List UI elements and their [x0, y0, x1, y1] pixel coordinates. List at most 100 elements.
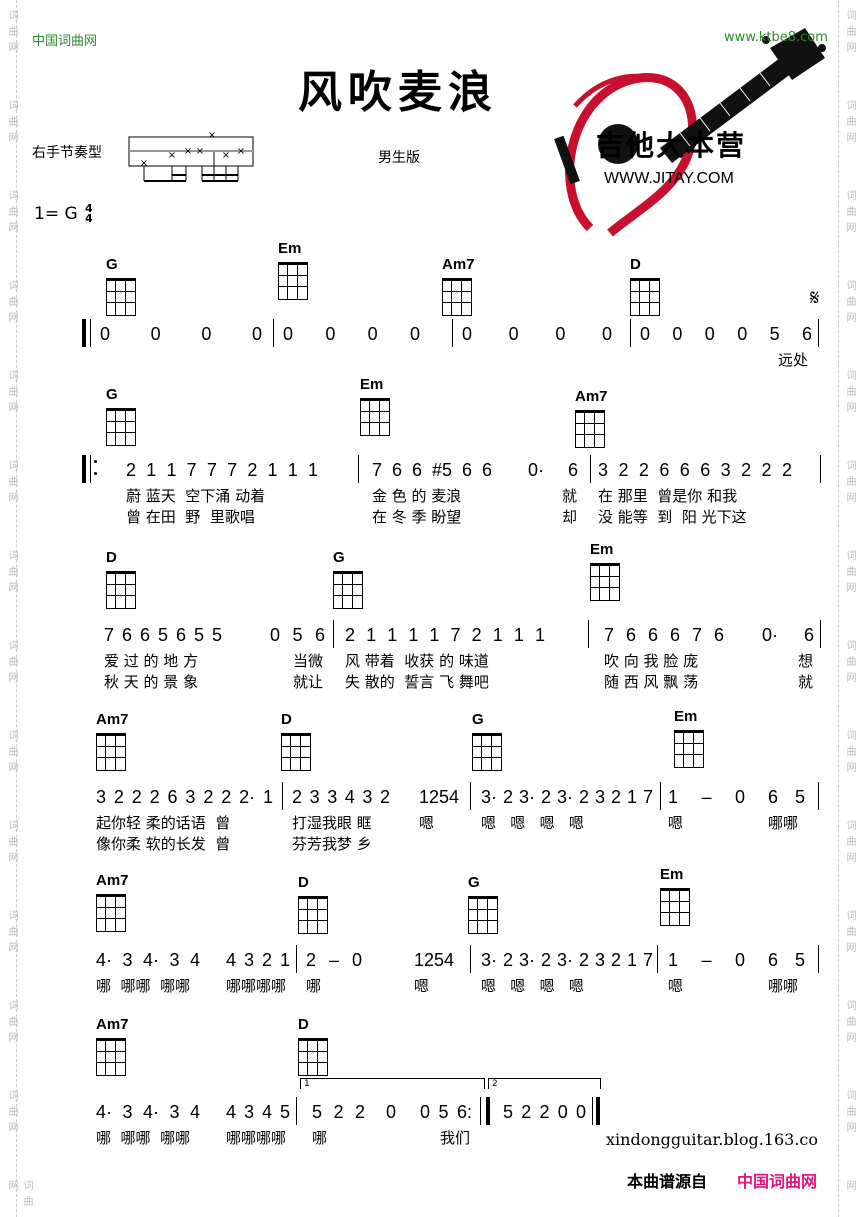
lyric-verse-1: 哪 哪哪 哪哪: [96, 1129, 191, 1147]
note-group: 7 6 6 #5 6 6: [372, 460, 492, 480]
lyric-verse-2: 像你柔 软的长发 曾: [96, 835, 231, 853]
note-group: 0 5 6: [270, 625, 325, 645]
barline: [282, 782, 283, 810]
barline: [590, 455, 591, 483]
watermark-text: 词曲网: [844, 1000, 855, 1048]
note-group: 5 2 2 0 0: [503, 1102, 586, 1122]
barline: [90, 319, 91, 347]
barline: [820, 455, 821, 483]
chord-name: G: [333, 549, 345, 566]
lyric-verse-2: 没 能等 到 阳 光下这: [598, 508, 747, 526]
watermark-text: 词曲网: [844, 1180, 855, 1196]
watermark-text: 词曲网: [844, 640, 855, 688]
right-watermark-column: [838, 0, 855, 1217]
barline: [358, 455, 359, 483]
blog-url: xindongguitar.blog.163.co: [606, 1130, 819, 1149]
lyric-verse-1: 哪: [312, 1129, 328, 1147]
logo-name: 吉他大本营: [596, 129, 747, 162]
lyric-verse-1: 哪 哪哪 哪哪: [96, 977, 191, 995]
lyric-verse-1: 在 那里 曾是你 和我: [598, 487, 738, 505]
note-group: 3· 2 3· 2 3· 2 3 2 1 7: [481, 950, 653, 970]
barline: [296, 945, 297, 973]
chord-diagram: [360, 398, 390, 436]
note-group: 0 0 0 0: [100, 324, 262, 344]
lyric-verse-1: 嗯: [668, 977, 684, 995]
note-group: 3 2 2 2 6 3 2 2 2· 1: [96, 787, 273, 807]
key-label: 1= G: [34, 204, 78, 224]
watermark-text: 词曲网: [6, 1180, 32, 1212]
note-group: 0 0 0 0 5 6: [640, 324, 812, 344]
barline: [820, 620, 821, 648]
watermark-text: 词曲网: [844, 280, 855, 328]
watermark-text: 词曲网: [844, 730, 855, 778]
lyric-verse-2: 却: [562, 508, 578, 526]
watermark-text: 词曲网: [844, 550, 855, 598]
note-group: 2 – 0: [306, 950, 362, 970]
chord-name: Am7: [96, 711, 129, 728]
lyric-verse-1: 打湿我眼 眶: [292, 814, 372, 832]
note-group: 0: [386, 1102, 397, 1122]
barline: [296, 1097, 297, 1125]
svg-text:×: ×: [237, 146, 245, 157]
lyric-verse-1: 金 色 的 麦浪: [372, 487, 462, 505]
barline: [588, 620, 589, 648]
start-barline: [82, 455, 86, 483]
lyric-verse-1: 远处: [778, 351, 809, 369]
barline: [452, 319, 453, 347]
chord-diagram: [298, 896, 328, 934]
source-site: 中国词曲网: [737, 1172, 818, 1191]
watermark-text: 词曲网: [6, 460, 17, 508]
chord-diagram: [96, 733, 126, 771]
chord-name: D: [106, 549, 117, 566]
rhythm-pattern-label: 右手节奏型: [32, 145, 102, 161]
chord-diagram: [106, 571, 136, 609]
barline: [660, 782, 661, 810]
start-barline: [82, 319, 86, 347]
chord-diagram: [472, 733, 502, 771]
chord-name: D: [298, 874, 309, 891]
logo-url: WWW.JITAY.COM: [604, 170, 734, 187]
watermark-text: 词曲网: [844, 910, 855, 958]
note-group: 3· 2 3· 2 3· 2 3 2 1 7: [481, 787, 653, 807]
left-watermark-column: [0, 0, 17, 1217]
chord-name: G: [106, 386, 118, 403]
barline: [480, 1097, 481, 1125]
svg-text:×: ×: [140, 158, 148, 169]
barline: [818, 319, 819, 347]
watermark-text: 词曲网: [6, 550, 17, 598]
watermark-text: 词曲网: [6, 190, 17, 238]
note-group: 1254: [414, 950, 455, 970]
watermark-text: 词曲网: [844, 460, 855, 508]
barline: [90, 455, 91, 483]
lyric-verse-1: 当微: [293, 652, 324, 670]
lyric-verse-2: 随 西 风 飘 荡: [604, 673, 699, 691]
lyric-verse-2: 失 散的 誓言 飞 舞吧: [345, 673, 489, 691]
note-group: 0 5 6:: [420, 1102, 472, 1122]
version-label: 男生版: [378, 150, 420, 166]
lyric-verse-2: 就让: [293, 673, 324, 691]
chord-name: G: [468, 874, 480, 891]
barline: [592, 1097, 593, 1125]
lyric-verse-1: 吹 向 我 脸 庞: [604, 652, 699, 670]
watermark-text: 词曲网: [6, 1090, 17, 1138]
svg-text:×: ×: [196, 146, 204, 157]
note-group: 5 2 2: [312, 1102, 365, 1122]
note-group: 1254: [419, 787, 460, 807]
watermark-text: 词曲网: [6, 370, 17, 418]
watermark-text: 词曲网: [844, 1090, 855, 1138]
barline: [470, 782, 471, 810]
rhythm-pattern-diagram: ××× ××××: [128, 130, 254, 182]
chord-diagram: [96, 894, 126, 932]
note-group: 1 – 0: [668, 950, 745, 970]
svg-text:×: ×: [208, 130, 216, 141]
note-group: 0· 6: [762, 625, 814, 645]
note-group: 2 1 1 7 7 7 2 1 1 1: [126, 460, 318, 480]
note-group: 4· 3 4· 3 4: [96, 1102, 200, 1122]
watermark-text: 词曲网: [844, 100, 855, 148]
chord-diagram: [333, 571, 363, 609]
chord-name: Am7: [575, 388, 608, 405]
site-url-right: www.ktbe8.com: [724, 30, 828, 45]
watermark-text: 词曲网: [6, 10, 17, 58]
